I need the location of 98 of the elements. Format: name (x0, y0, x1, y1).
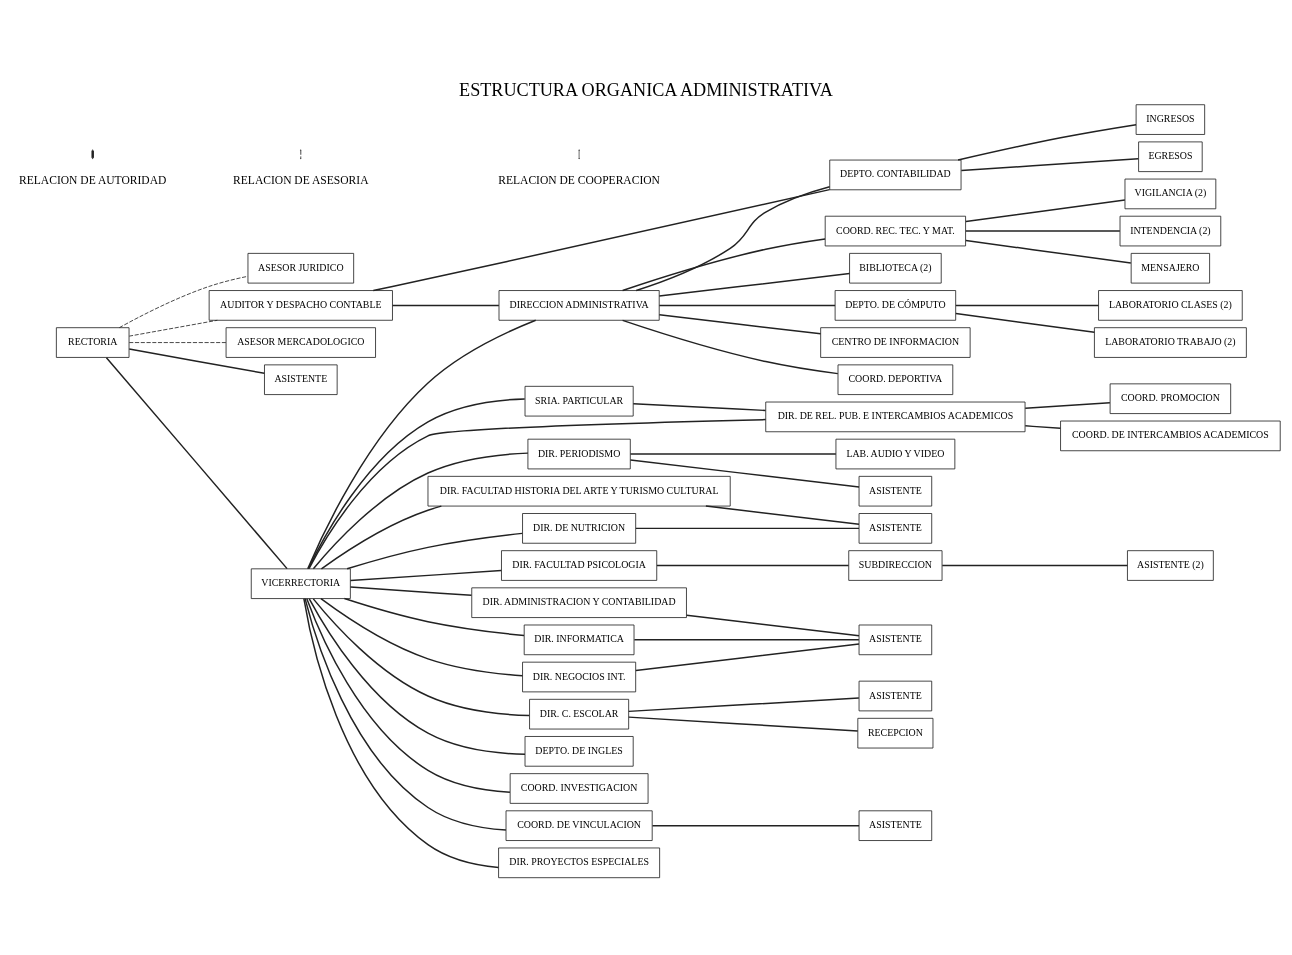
node-box: COORD. PROMOCION (1109, 382, 1232, 414)
connector (651, 824, 860, 826)
connector (308, 597, 526, 755)
node-box: DIR. INFORMATICA (523, 624, 635, 655)
connector (128, 341, 227, 343)
node-box: ASESOR MERCADOLOGICO (225, 326, 376, 358)
connector (391, 304, 500, 306)
node-box: VICERRECTORIA (250, 567, 351, 599)
connector (621, 319, 839, 374)
connector (621, 237, 826, 291)
node-box: DIR. C. ESCOLAR (529, 698, 630, 729)
connector (685, 614, 860, 636)
connector (658, 304, 836, 306)
node-box: CENTRO DE INFORMACION (820, 326, 971, 358)
node-box: RECEPCION (857, 717, 934, 748)
connector (628, 696, 860, 712)
connector (635, 185, 831, 291)
connector (941, 564, 1129, 566)
node-box: ASISTENTE (858, 680, 933, 711)
connector (349, 585, 473, 596)
connector (628, 715, 859, 732)
node-box: DIR. DE REL. PUB. E INTERCAMBIOS ACADEMICOS (765, 401, 1026, 432)
connector (629, 452, 837, 455)
node-box: DIR. PROYECTOS ESPECIALES (498, 847, 661, 878)
node-box: DEPTO. DE CÓMPUTO (834, 289, 957, 321)
node-box: EGRESOS (1138, 140, 1203, 172)
connector (955, 304, 1100, 306)
connector (633, 638, 860, 641)
diagram-title: ESTRUCTURA ORGANICA ADMINISTRATIVA (459, 79, 833, 100)
connector (118, 275, 249, 328)
connector (960, 157, 1140, 171)
connector (1024, 401, 1111, 409)
node-box: RECTORIA (55, 326, 130, 358)
connector (955, 312, 1096, 333)
node-box: COORD. DE INTERCAMBIOS ACADEMICOS (1060, 420, 1281, 451)
connector (320, 504, 443, 569)
connector (312, 597, 530, 716)
connector (304, 597, 507, 831)
connector (346, 532, 523, 570)
connector (306, 319, 537, 569)
legend-label: RELACION DE COOPERACION (498, 173, 660, 187)
node-box: ASISTENTE (264, 363, 338, 395)
connector (320, 597, 524, 677)
node-box: ASESOR JURIDICO (247, 252, 355, 284)
node-box: SUBDIRECCION (848, 549, 943, 581)
connector (343, 597, 525, 636)
node-box: COORD. DE VINCULACION (505, 809, 653, 841)
connector (635, 527, 860, 529)
node-box: LABORATORIO CLASES (2) (1098, 289, 1243, 321)
connector (303, 597, 500, 868)
node-box: INTENDENCIA (2) (1119, 215, 1222, 246)
connector (306, 597, 511, 793)
node-box: MENSAJERO (1130, 252, 1211, 284)
node-box: LABORATORIO TRABAJO (2) (1094, 326, 1247, 358)
connector (705, 504, 860, 525)
node-box: DEPTO. CONTABILIDAD (829, 159, 962, 190)
node-box: DIR. NEGOCIOS INT. (522, 661, 637, 692)
connector (1024, 424, 1062, 429)
node-box: ASISTENTE (858, 475, 933, 506)
node-box: ASISTENTE (858, 809, 933, 841)
legend-label: RELACION DE ASESORIA (233, 173, 369, 187)
node-box: DEPTO. DE INGLES (524, 735, 634, 767)
connector (965, 239, 1132, 264)
connector (658, 272, 851, 297)
connector (629, 458, 860, 488)
node-box: ASISTENTE (858, 512, 933, 544)
node-box: BIBLIOTECA (2) (849, 252, 942, 284)
node-box: DIR. PERIODISMO (527, 438, 631, 469)
connector (632, 402, 767, 411)
connector (308, 418, 767, 569)
connector (965, 229, 1121, 232)
connector (656, 564, 850, 566)
connector (957, 123, 1137, 161)
node-box: DIR. FACULTAD PSICOLOGIA (501, 549, 658, 581)
connector (312, 451, 529, 570)
connector (349, 569, 502, 581)
node-box: COORD. INVESTIGACION (509, 772, 649, 804)
node-box: ASISTENTE (858, 624, 933, 655)
node-box: AUDITOR Y DESPACHO CONTABLE (208, 289, 393, 321)
connector (128, 347, 266, 374)
connector (658, 313, 822, 335)
node-box: COORD. DEPORTIVA (837, 363, 954, 395)
node-box: VIGILANCIA (2) (1124, 178, 1217, 209)
connector (372, 188, 831, 291)
node-box: DIRECCION ADMINISTRATIVA (498, 289, 660, 321)
node-box: DIR. DE NUTRICION (522, 512, 637, 544)
node-box: ASISTENTE (2) (1127, 549, 1214, 581)
connector (635, 642, 860, 671)
connector (965, 198, 1126, 222)
node-box: SRIA. PARTICULAR (524, 385, 634, 416)
node-box: DIR. ADMINISTRACION Y CONTABILIDAD (471, 586, 687, 618)
node-box: LAB. AUDIO Y VIDEO (835, 438, 956, 469)
node-box: COORD. REC. TEC. Y MAT. (824, 215, 966, 246)
connector (128, 319, 218, 337)
legend-label: RELACION DE AUTORIDAD (19, 173, 167, 187)
node-box: INGRESOS (1135, 103, 1206, 135)
connector (105, 356, 288, 569)
node-box: DIR. FACULTAD HISTORIA DEL ARTE Y TURISMO CULTURAL (427, 475, 731, 506)
